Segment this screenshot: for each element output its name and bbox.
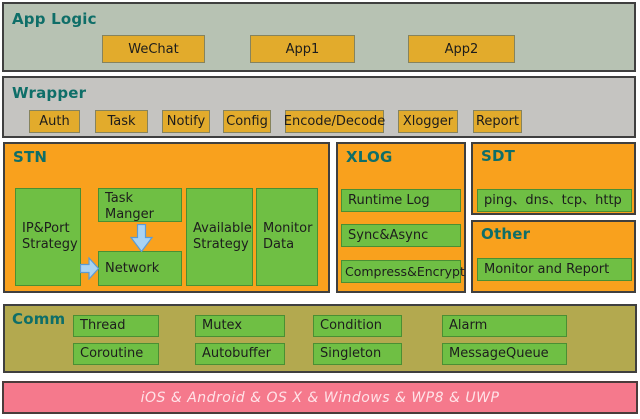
box-app2: App2 <box>408 35 515 63</box>
box-condition: Condition <box>313 315 402 337</box>
box-app1: App1 <box>250 35 355 63</box>
box-available-strategy: Available Strategy <box>186 188 253 286</box>
section-app-logic: App Logic WeChat App1 App2 <box>2 2 636 72</box>
box-report: Report <box>473 110 522 133</box>
section-other: Other Monitor and Report <box>471 220 636 293</box>
box-runtime-log: Runtime Log <box>341 189 461 212</box>
box-ping-dns-tcp-http: ping、dns、tcp、http <box>477 189 632 212</box>
box-config: Config <box>223 110 271 133</box>
stn-title: STN <box>13 148 48 166</box>
arrow-right-icon <box>80 257 99 280</box>
app-logic-title: App Logic <box>12 10 97 28</box>
box-monitor-data: Monitor Data <box>256 188 318 286</box>
section-comm: Comm Thread Mutex Condition Alarm Corout… <box>3 304 637 373</box>
box-monitor-and-report: Monitor and Report <box>477 258 632 281</box>
section-wrapper: Wrapper Auth Task Notify Config Encode/D… <box>2 76 636 138</box>
box-notify: Notify <box>162 110 210 133</box>
box-thread: Thread <box>73 315 159 337</box>
comm-title: Comm <box>12 310 66 328</box>
section-sdt: SDT ping、dns、tcp、http <box>471 142 636 215</box>
box-auth: Auth <box>29 110 80 133</box>
box-network: Network <box>98 251 182 286</box>
section-xlog: XLOG Runtime Log Sync&Async Compress&Enc… <box>336 142 466 293</box>
box-singleton: Singleton <box>313 343 402 365</box>
arrow-down-icon <box>130 224 153 252</box>
xlog-title: XLOG <box>346 148 393 166</box>
box-encode-decode: Encode/Decode <box>284 110 385 133</box>
box-xlogger: Xlogger <box>398 110 458 133</box>
platform-bar-label: iOS & Android & OS X & Windows & WP8 & U… <box>140 389 500 406</box>
box-alarm: Alarm <box>442 315 567 337</box>
box-messagequeue: MessageQueue <box>442 343 567 365</box>
section-stn: STN IP&Port Strategy Task Manger Network… <box>3 142 330 293</box>
box-wechat: WeChat <box>102 35 205 63</box>
sdt-title: SDT <box>481 147 516 165</box>
box-ip-port-strategy: IP&Port Strategy <box>15 188 81 286</box>
box-mutex: Mutex <box>195 315 285 337</box>
wrapper-title: Wrapper <box>12 84 87 102</box>
box-coroutine: Coroutine <box>73 343 159 365</box>
box-compress-encrypt: Compress&Encrypt <box>341 260 465 283</box>
other-title: Other <box>481 225 531 243</box>
platform-bar: iOS & Android & OS X & Windows & WP8 & U… <box>2 381 638 414</box>
box-autobuffer: Autobuffer <box>195 343 285 365</box>
box-task-manager: Task Manger <box>98 188 182 222</box>
box-task: Task <box>95 110 148 133</box>
box-sync-async: Sync&Async <box>341 224 461 247</box>
